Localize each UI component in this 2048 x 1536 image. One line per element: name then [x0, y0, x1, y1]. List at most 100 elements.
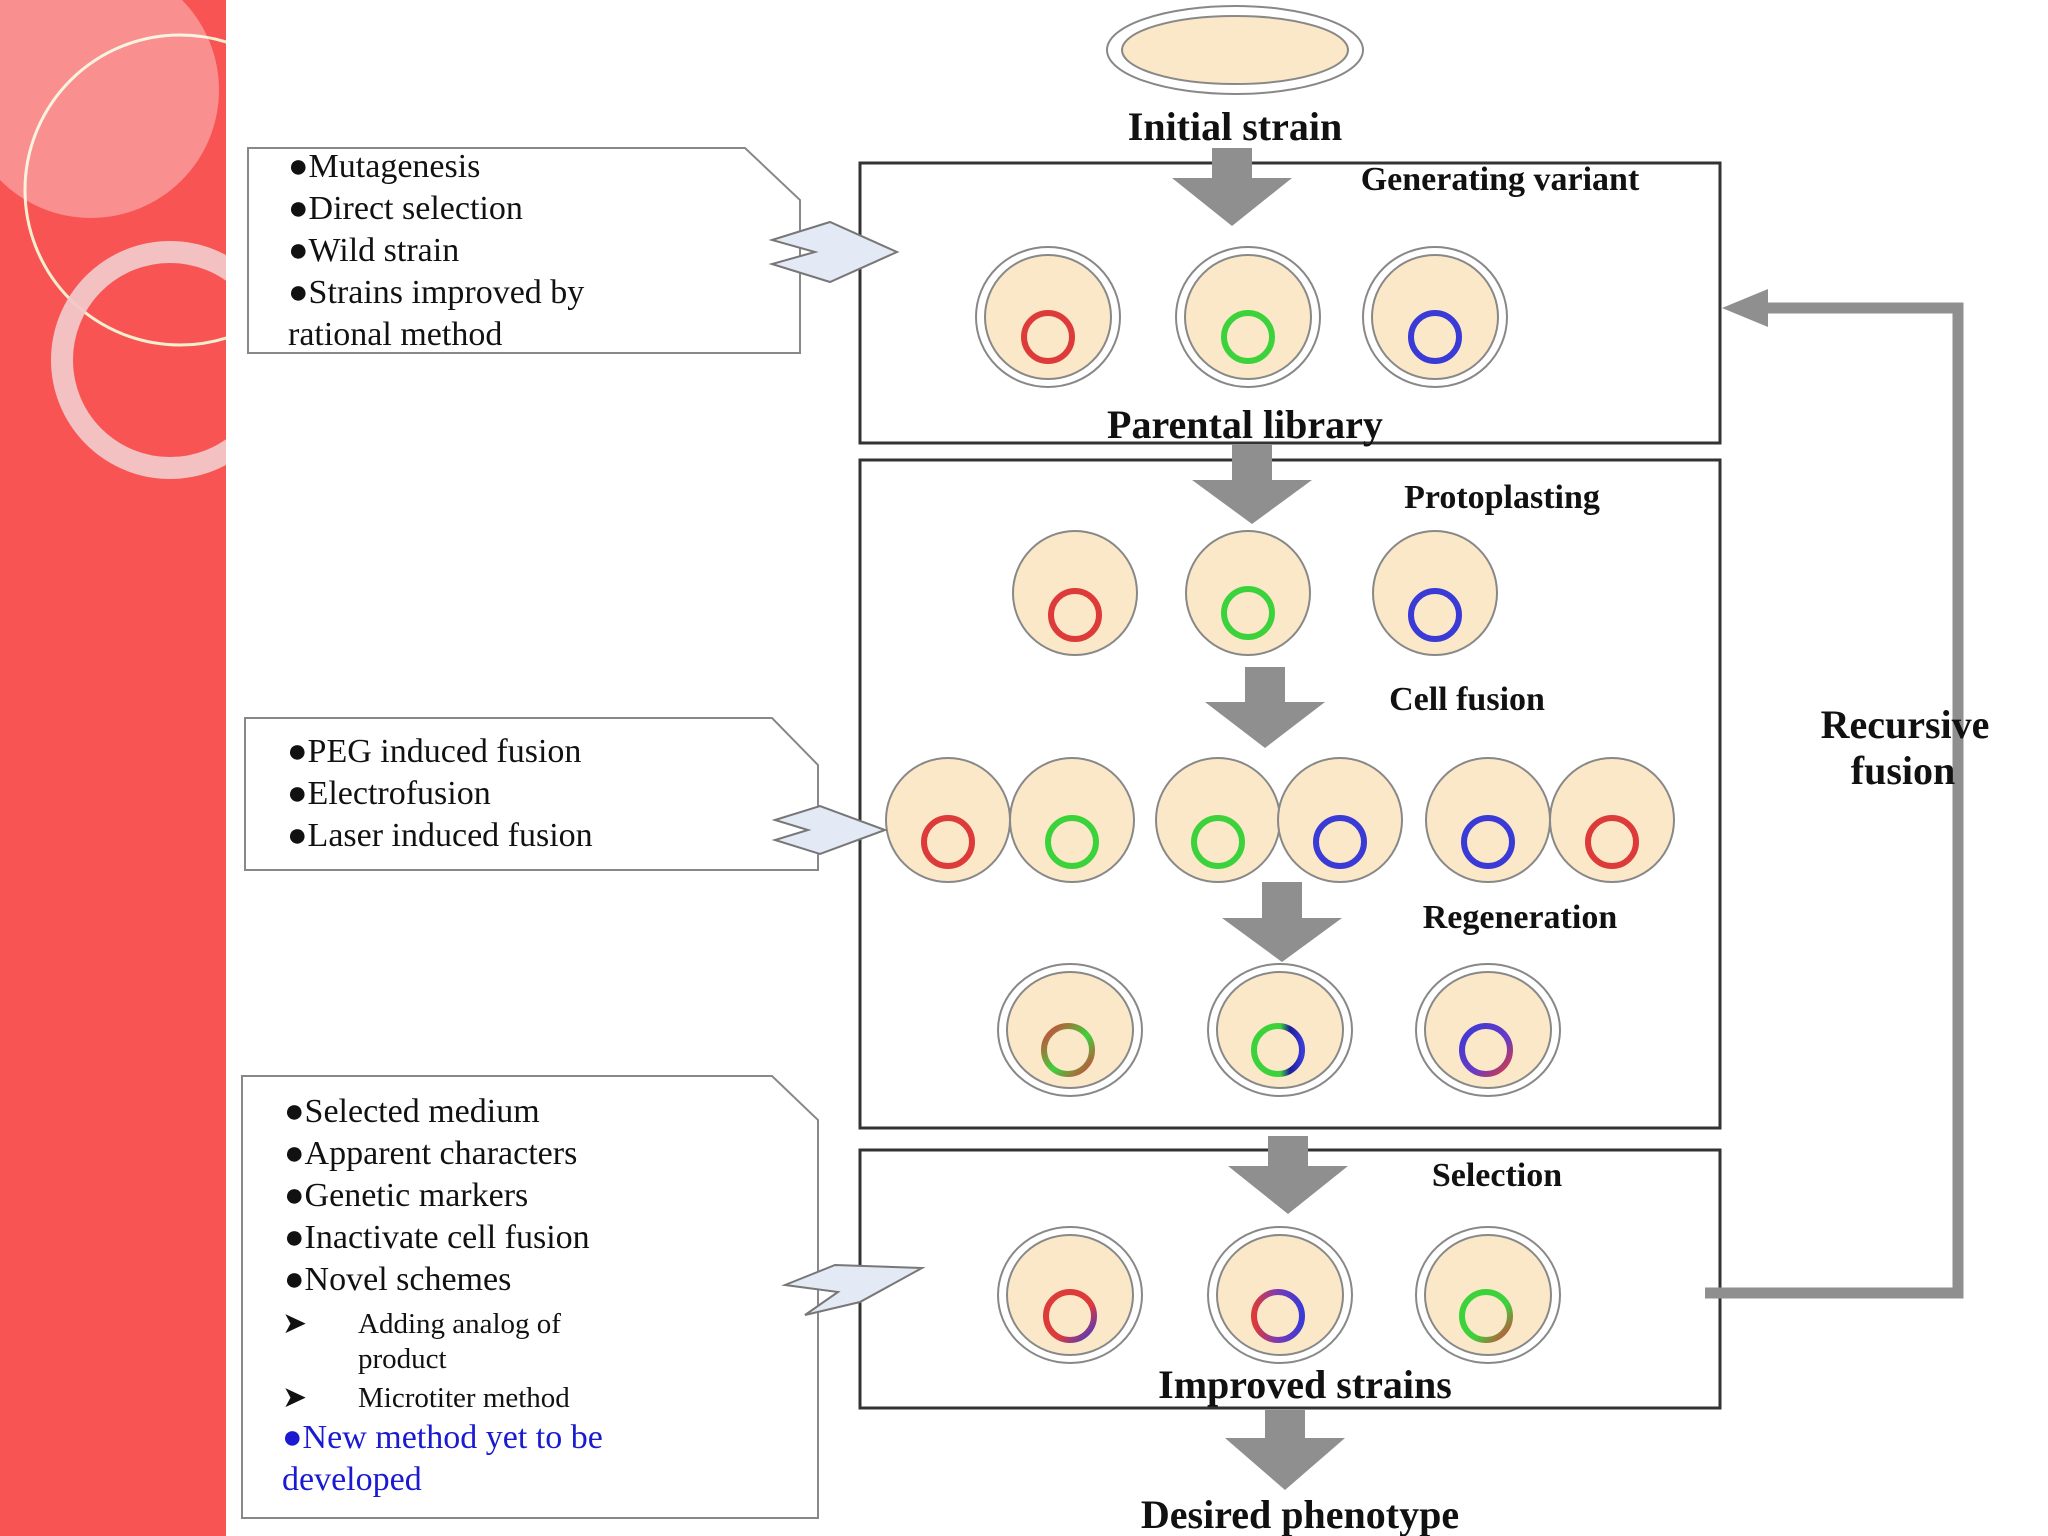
variant-method-item: Direct selection [309, 190, 523, 227]
sidebar-circles-decoration [0, 0, 226, 479]
bullet-glyph: ● [284, 1177, 305, 1214]
svg-text:●Strains improved by: ●Strains improved by [288, 274, 584, 311]
variant-methods-note: ●Mutagenesis ●Direct selection ●Wild str… [247, 147, 900, 354]
sub-bullet-icon: ➤ [282, 1307, 307, 1340]
fusion-method-item: PEG induced fusion [308, 733, 582, 770]
improved-cell-3 [1415, 1226, 1561, 1364]
variant-methods-pointer-arrow [768, 220, 900, 284]
sub-bullet-icon: ➤ [282, 1381, 307, 1414]
bullet-glyph: ● [282, 1419, 303, 1456]
cell-fusion-label: Cell fusion [1389, 681, 1545, 718]
arrow-to-desired-phenotype [1225, 1410, 1345, 1490]
svg-text:●PEG induced fusion: ●PEG induced fusion [287, 733, 581, 770]
arrow-to-generating-variant [1172, 148, 1292, 226]
variant-method-item-continuation: rational method [288, 316, 502, 353]
recursive-fusion-label-line1: Recursive [1821, 702, 1990, 747]
plasmid-green [1221, 310, 1275, 364]
arrow-to-protoplasting [1192, 444, 1312, 524]
variant-methods-note-box [247, 147, 801, 354]
variant-method-item: Strains improved by [309, 274, 585, 311]
arrow-to-cell-fusion [1205, 667, 1325, 748]
bullet-glyph: ● [288, 148, 309, 185]
regenerated-cell-green-blue [1207, 963, 1353, 1097]
svg-text:●Inactivate cell fusion: ●Inactivate cell fusion [284, 1219, 590, 1256]
recursive-fusion-arrow-line [1705, 302, 1964, 1299]
fusion-method-item: Laser induced fusion [308, 817, 593, 854]
selection-method-item: Selected medium [305, 1093, 540, 1130]
plasmid-red [1021, 310, 1075, 364]
variant-method-item: Mutagenesis [309, 148, 481, 185]
improved-cell-2 [1207, 1226, 1353, 1364]
new-method-text: New method yet to be [303, 1419, 603, 1456]
parental-cell-red [975, 246, 1121, 388]
svg-text:●Electrofusion: ●Electrofusion [287, 775, 491, 812]
fusion-methods-pointer-arrow [771, 804, 888, 856]
svg-text:●Genetic markers: ●Genetic markers [284, 1177, 528, 1214]
bullet-glyph: ● [284, 1093, 305, 1130]
decorative-sidebar [0, 0, 226, 1536]
recursive-fusion-arrow-head [1722, 289, 1768, 327]
fusion-methods-note: ●PEG induced fusion ●Electrofusion ●Lase… [244, 717, 888, 871]
parental-cell-green [1175, 246, 1321, 388]
generating-variant-box [858, 161, 1722, 445]
regeneration-label: Regeneration [1423, 899, 1618, 936]
initial-strain-label: Initial strain [1128, 104, 1342, 149]
bullet-glyph: ● [284, 1261, 305, 1298]
selection-sub-item: Adding analog of [358, 1308, 561, 1340]
selection-methods-note-box [241, 1075, 819, 1519]
generating-variant-label: Generating variant [1361, 161, 1640, 198]
svg-text:●Direct selection: ●Direct selection [288, 190, 523, 227]
regenerated-cell-blue-red [1415, 963, 1561, 1097]
new-method-text-continuation: developed [282, 1461, 422, 1498]
recursive-fusion-label-line2: fusion [1851, 748, 1956, 793]
bullet-glyph: ● [287, 733, 308, 770]
selection-sub-item: Microtiter method [358, 1382, 570, 1414]
selection-method-item: Novel schemes [305, 1261, 512, 1298]
bullet-glyph: ● [287, 817, 308, 854]
fusion-process-box [858, 458, 1722, 1130]
svg-text:●Apparent characters: ●Apparent characters [284, 1135, 577, 1172]
bullet-glyph: ● [284, 1135, 305, 1172]
svg-text:●Laser induced fusion: ●Laser induced fusion [287, 817, 593, 854]
parental-cell-blue [1362, 246, 1508, 388]
bullet-glyph: ● [288, 274, 309, 311]
svg-text:●Novel schemes: ●Novel schemes [284, 1261, 511, 1298]
arrow-to-regeneration [1222, 882, 1342, 962]
sidebar-ring-thick [51, 241, 226, 479]
improved-strains-label: Improved strains [1158, 1362, 1452, 1407]
improved-cell-1 [997, 1226, 1143, 1364]
fusion-method-item: Electrofusion [308, 775, 491, 812]
protoplast-blue [1372, 530, 1498, 656]
sidebar-quarter-disc [0, 0, 219, 218]
plasmid-blue [1408, 310, 1462, 364]
svg-text:●Selected medium: ●Selected medium [284, 1093, 540, 1130]
fused-pair-red-green [885, 757, 1135, 883]
protoplast-red [1012, 530, 1138, 656]
initial-strain-cell [1121, 15, 1349, 85]
selection-methods-note: ●Selected medium ●Apparent characters ●G… [241, 1075, 926, 1519]
bullet-glyph: ● [288, 190, 309, 227]
bullet-glyph: ● [288, 232, 309, 269]
variant-method-item: Wild strain [309, 232, 460, 269]
fused-pair-blue-red [1425, 757, 1675, 883]
protoplasting-label: Protoplasting [1404, 479, 1600, 516]
selection-label: Selection [1432, 1157, 1562, 1194]
parental-library-label: Parental library [1107, 402, 1383, 447]
bullet-glyph: ● [287, 775, 308, 812]
protoplast-green [1185, 530, 1311, 656]
selection-methods-pointer-arrow [781, 1263, 926, 1316]
bullet-glyph: ● [284, 1219, 305, 1256]
selection-method-item: Inactivate cell fusion [305, 1219, 590, 1256]
regenerated-cell-red-green [997, 963, 1143, 1097]
desired-phenotype-label: Desired phenotype [1141, 1492, 1459, 1536]
sidebar-ring-large [23, 33, 226, 347]
svg-text:●Mutagenesis: ●Mutagenesis [288, 148, 480, 185]
svg-text:●New method yet to be: ●New method yet to be [282, 1419, 603, 1456]
arrow-to-selection [1228, 1136, 1348, 1214]
selection-method-item: Apparent characters [305, 1135, 578, 1172]
selection-method-item: Genetic markers [305, 1177, 529, 1214]
fused-pair-green-blue [1155, 757, 1403, 883]
selection-sub-item-continuation: product [358, 1343, 447, 1375]
svg-text:●Wild strain: ●Wild strain [288, 232, 459, 269]
